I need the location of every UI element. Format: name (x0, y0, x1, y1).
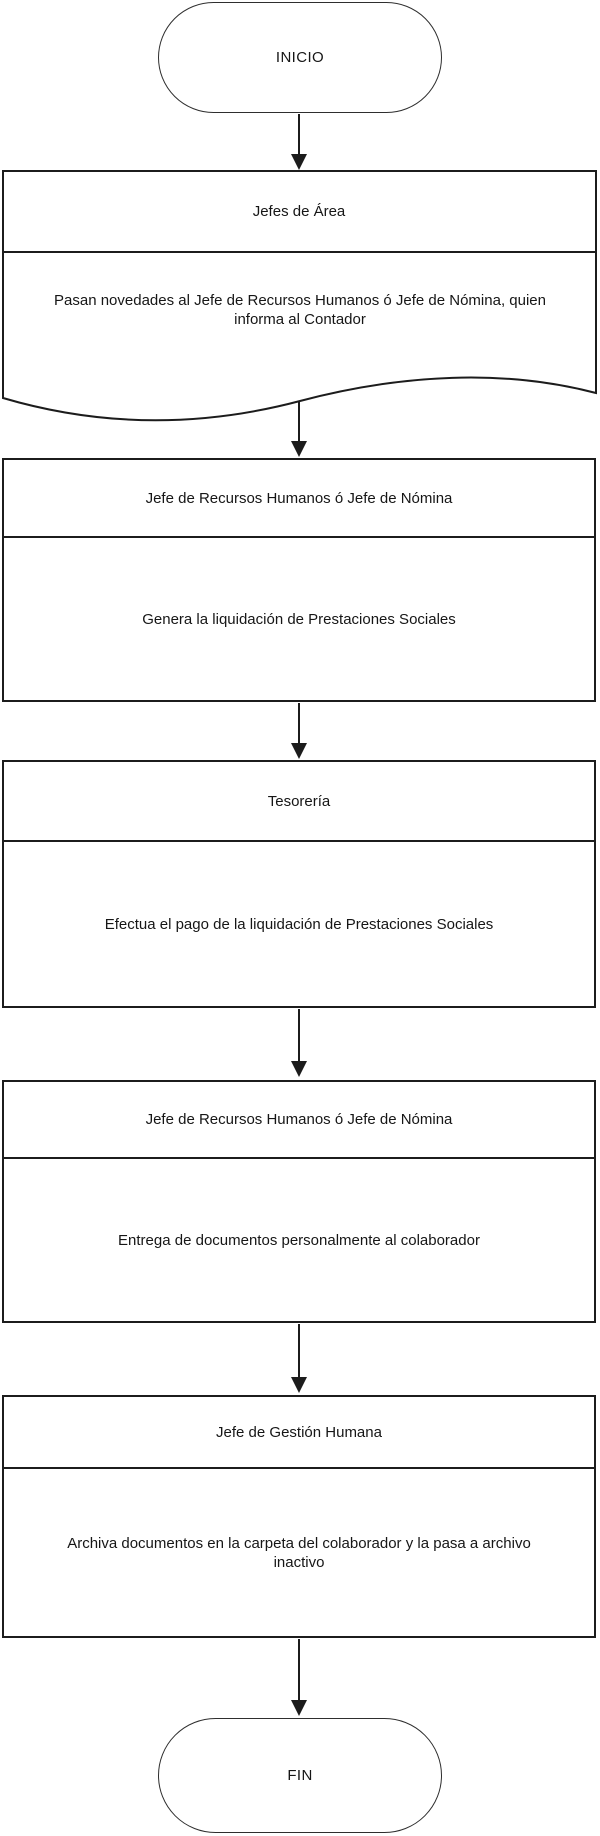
flow-arrow-5 (291, 1324, 307, 1393)
node-header-label: Tesorería (267, 792, 331, 810)
node-body: Genera la liquidación de Prestaciones So… (4, 538, 594, 700)
node-tesoreria-pago: Tesorería Efectua el pago de la liquidac… (2, 760, 596, 1008)
node-rrhh-entrega-documentos: Jefe de Recursos Humanos ó Jefe de Nómin… (2, 1080, 596, 1323)
node-body-line: inactivo (273, 1553, 325, 1571)
node-jefes-de-area-header: Jefes de Área (2, 170, 596, 252)
flow-arrow-6 (291, 1639, 307, 1716)
flow-arrow-3 (291, 703, 307, 759)
node-rrhh-genera-liquidacion: Jefe de Recursos Humanos ó Jefe de Nómin… (2, 458, 596, 702)
end-terminator-label: FIN (287, 1767, 313, 1784)
node-body-line: Efectua el pago de la liquidación de Pre… (104, 915, 494, 933)
flow-arrow-1 (291, 114, 307, 170)
node-jefes-de-area-body: Pasan novedades al Jefe de Recursos Huma… (0, 291, 600, 329)
node-header: Tesorería (4, 762, 594, 842)
node-header-label: Jefe de Recursos Humanos ó Jefe de Nómin… (145, 1111, 453, 1128)
node-header: Jefe de Recursos Humanos ó Jefe de Nómin… (4, 1082, 594, 1159)
node-body: Entrega de documentos personalmente al c… (4, 1159, 594, 1321)
start-terminator-label: INICIO (275, 49, 325, 66)
node-header-label: Jefe de Gestión Humana (216, 1423, 382, 1441)
node-header: Jefe de Recursos Humanos ó Jefe de Nómin… (4, 460, 594, 538)
node-body-line: Genera la liquidación de Prestaciones So… (142, 610, 456, 628)
node-body-line: Archiva documentos en la carpeta del col… (67, 1534, 531, 1552)
node-header: Jefe de Gestión Humana (4, 1397, 594, 1469)
node-body-line: informa al Contador (234, 311, 366, 328)
document-shape-outline (1, 170, 597, 422)
node-header-label: Jefes de Área (252, 202, 346, 220)
node-body: Efectua el pago de la liquidación de Pre… (4, 842, 594, 1006)
end-terminator: FIN (158, 1718, 442, 1833)
node-header-label: Jefe de Recursos Humanos ó Jefe de Nómin… (145, 489, 453, 507)
start-terminator: INICIO (158, 2, 442, 113)
flow-arrow-2 (291, 401, 307, 457)
node-gestion-humana-archiva: Jefe de Gestión Humana Archiva documento… (2, 1395, 596, 1638)
node-body-line: Pasan novedades al Jefe de Recursos Huma… (54, 292, 546, 309)
node-body: Archiva documentos en la carpeta del col… (4, 1469, 594, 1636)
node-body-line: Entrega de documentos personalmente al c… (118, 1231, 480, 1249)
flow-arrow-4 (291, 1009, 307, 1077)
